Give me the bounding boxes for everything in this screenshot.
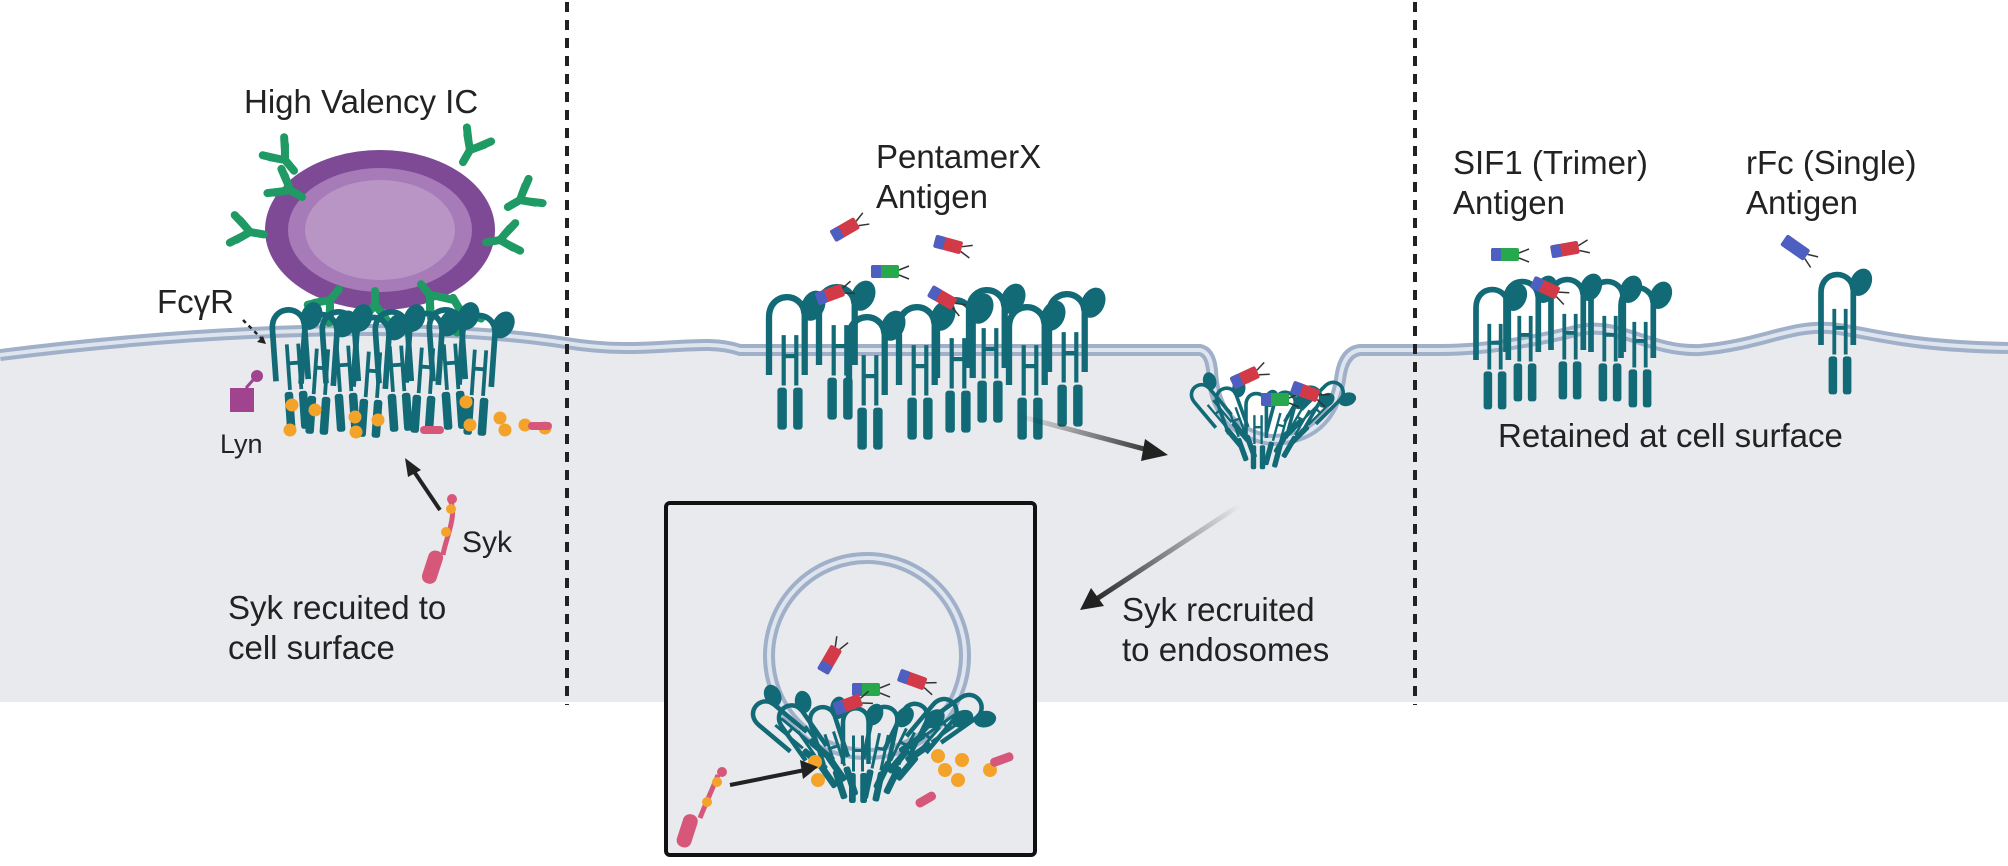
phosphate-icon bbox=[938, 763, 952, 777]
fcgr-receptor-icon bbox=[1214, 379, 1257, 462]
antibody-icon bbox=[225, 211, 268, 247]
phosphate-icon bbox=[349, 425, 363, 439]
high-valency-ic-icon bbox=[225, 123, 547, 337]
phosphate-icon bbox=[931, 749, 945, 763]
phosphate-icon bbox=[955, 753, 969, 767]
syk-kinase-icon bbox=[676, 767, 727, 848]
fcgr-receptor-icon bbox=[1503, 275, 1558, 402]
phosphate-icon bbox=[498, 423, 512, 437]
phosphate-icon bbox=[371, 413, 385, 427]
fcgr-receptor-cluster bbox=[269, 302, 515, 438]
phosphate-icon bbox=[459, 395, 473, 409]
pentamerx-label: PentamerX Antigen bbox=[876, 138, 1042, 216]
phosphate-icon bbox=[493, 411, 507, 425]
phosphate-icon bbox=[283, 423, 297, 437]
phosphate-icon bbox=[285, 398, 299, 412]
phosphate-icon bbox=[463, 418, 477, 432]
fcgr-receptor-icon bbox=[845, 310, 906, 450]
lyn-label: Lyn bbox=[220, 429, 263, 459]
fcgr-receptor-icon bbox=[1045, 287, 1106, 427]
fcgr-receptor-icon bbox=[1818, 268, 1873, 395]
antibody-icon bbox=[482, 219, 525, 255]
antibody-icon bbox=[503, 174, 547, 211]
fcgr-receptor-icon bbox=[403, 309, 462, 434]
antibody-icon bbox=[459, 123, 496, 167]
recruitment-arrow bbox=[405, 458, 442, 512]
middle-caption: Syk recruited to endosomes bbox=[1122, 591, 1330, 669]
fcgr-receptor-icon bbox=[1618, 281, 1673, 408]
fcgr-receptor-icon bbox=[319, 304, 373, 432]
pentamerx-antigen-icon bbox=[815, 212, 973, 317]
antibody-icon bbox=[258, 133, 298, 175]
antibody-icon bbox=[303, 285, 343, 327]
syk-label: Syk bbox=[462, 526, 513, 559]
high-valency-ic-label: High Valency IC bbox=[244, 83, 479, 120]
phosphate-icon bbox=[348, 410, 362, 424]
right-caption: Retained at cell surface bbox=[1498, 417, 1843, 454]
phosphate-icon bbox=[518, 418, 532, 432]
antibody-icon bbox=[263, 164, 307, 201]
fcgr-label: FcγR bbox=[157, 283, 234, 320]
syk-kinase-icon bbox=[421, 494, 457, 584]
fcgr-receptor-icon bbox=[298, 310, 357, 435]
phosphate-icon bbox=[308, 403, 322, 417]
fcgr-receptor-icon bbox=[456, 311, 515, 436]
rfc-single-label: rFc (Single) Antigen bbox=[1746, 144, 1917, 222]
sif1-trimer-label: SIF1 (Trimer) Antigen bbox=[1453, 144, 1648, 222]
fcgr-receptor-icon bbox=[1283, 380, 1357, 445]
phosphate-group bbox=[283, 395, 552, 439]
left-caption: Syk recuited to cell surface bbox=[228, 589, 447, 667]
phosphate-icon bbox=[811, 773, 825, 787]
fcgr-receptor-cluster bbox=[1473, 268, 1873, 410]
multimeric-fc-antigen-icon bbox=[1491, 235, 1819, 306]
endosome-arrow bbox=[1080, 502, 1242, 610]
antibody-icon bbox=[417, 280, 457, 322]
fcgr-receptor-icon bbox=[898, 692, 997, 763]
lyn-icon bbox=[230, 370, 263, 412]
recruitment-arrow bbox=[729, 760, 818, 787]
endosome-inset bbox=[664, 501, 1037, 857]
internalization-arrow bbox=[1014, 412, 1168, 461]
fcgr-receptor-icon bbox=[776, 690, 847, 789]
internalizing-receptor-cluster bbox=[1189, 361, 1357, 470]
phosphate-icon bbox=[951, 773, 965, 787]
